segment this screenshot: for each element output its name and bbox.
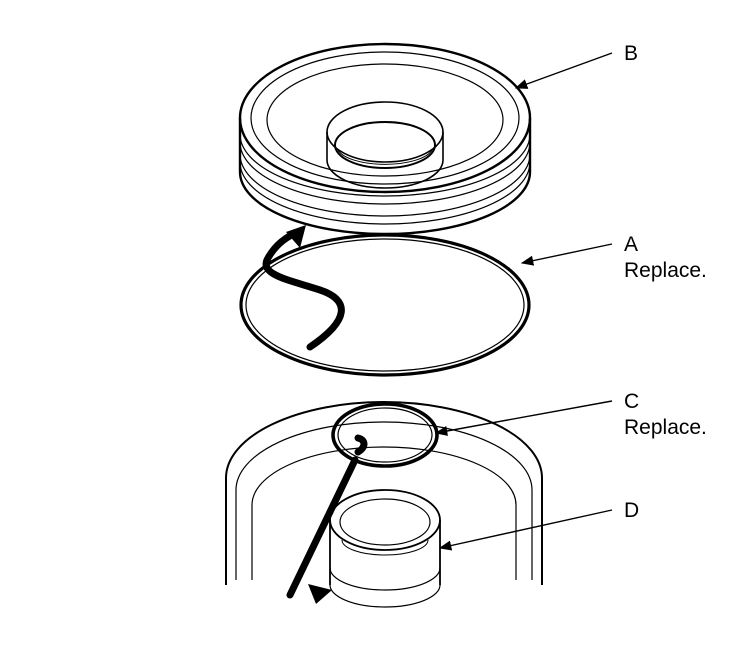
- part-d-housing: [225, 401, 543, 608]
- leader-lines: [434, 52, 613, 551]
- leader-c: [434, 400, 613, 436]
- leader-b: [514, 52, 613, 89]
- part-c-small-o-ring: [286, 402, 439, 604]
- callout-a-letter: A: [624, 233, 638, 256]
- callout-a-note: Replace.: [624, 259, 707, 282]
- callout-c-note: Replace.: [624, 416, 707, 439]
- part-b-seal-cover: [238, 42, 532, 236]
- leader-a: [520, 243, 613, 266]
- callout-d-letter: D: [624, 499, 639, 522]
- leader-d: [438, 509, 613, 551]
- part-a-large-o-ring: [239, 225, 531, 377]
- callout-b-letter: B: [624, 42, 638, 65]
- callout-c-letter: C: [624, 390, 639, 413]
